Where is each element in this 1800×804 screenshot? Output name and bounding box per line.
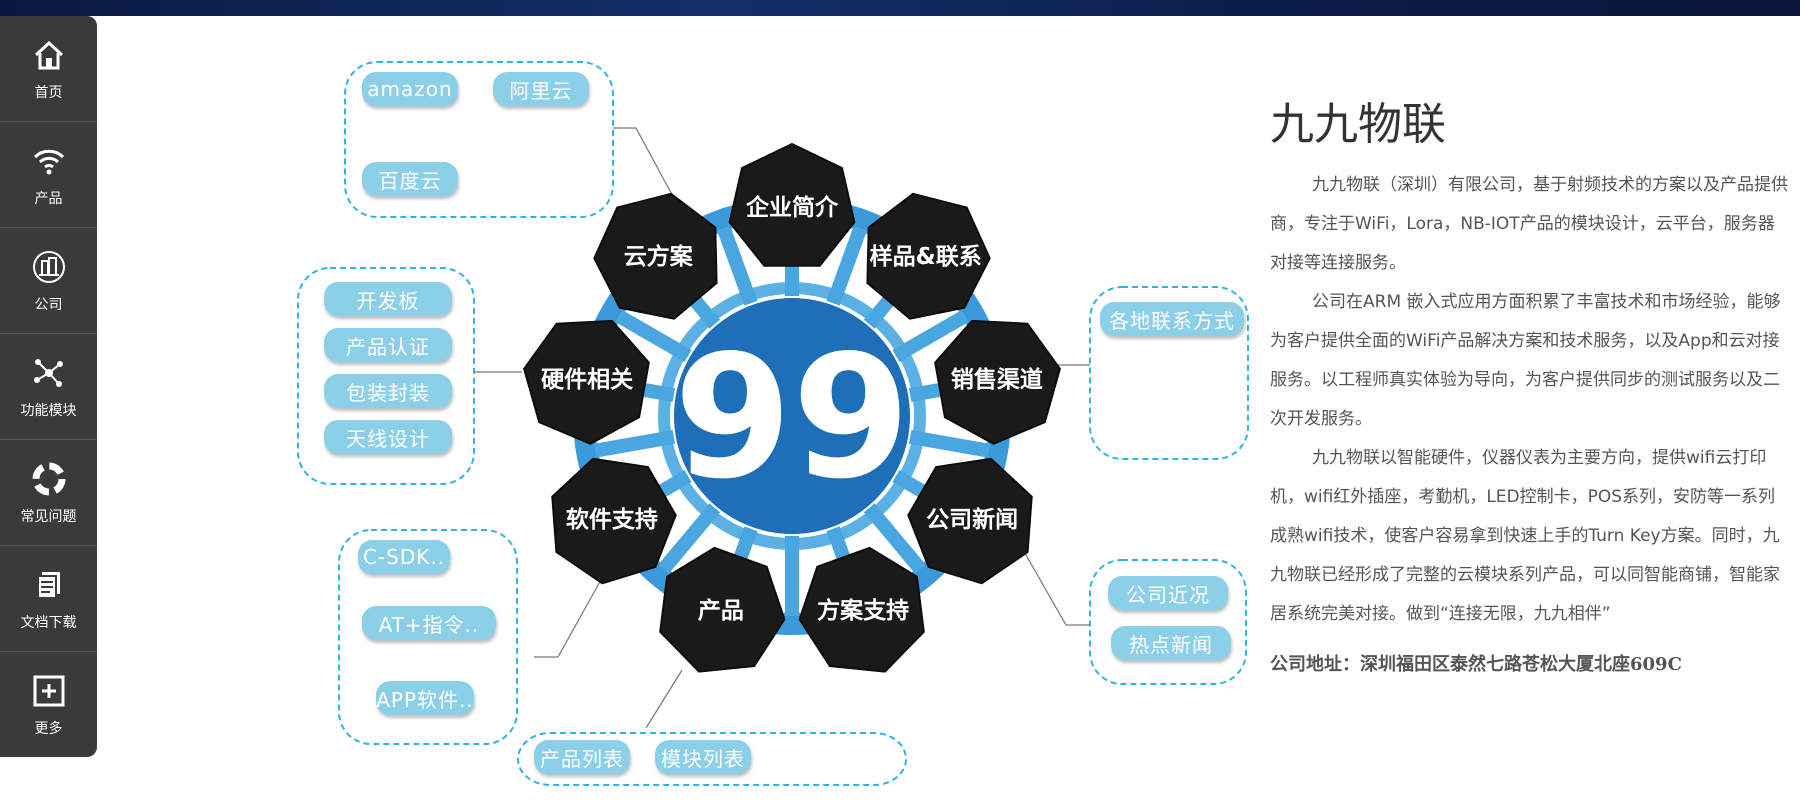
hub-spoke [615, 309, 692, 363]
product-tag[interactable]: 产品列表 [534, 740, 630, 774]
sidebar-item-product[interactable]: 产品 [0, 122, 97, 228]
connector-line [1021, 547, 1090, 626]
news-group-box [1089, 559, 1247, 685]
cloud-tag[interactable]: 百度云 [362, 162, 458, 196]
document-icon [30, 566, 68, 604]
connector-line [534, 577, 603, 658]
logo-99: 99 [674, 319, 911, 517]
hub-node-label[interactable]: 样品&联系 [869, 243, 982, 270]
group-boxes [297, 61, 1249, 786]
sidebar-nav: 首页 产品 公司 功能模块 常见问题 文档下载 更多 [0, 16, 97, 757]
software-tag[interactable]: AT+指令.. [362, 606, 496, 640]
sidebar-item-home[interactable]: 首页 [0, 16, 97, 122]
hub-node-hexagon [728, 142, 856, 267]
connector-line [645, 669, 683, 729]
hub-diagram: 99 [297, 61, 1249, 786]
lifebuoy-icon [30, 460, 68, 498]
sidebar-item-company[interactable]: 公司 [0, 228, 97, 334]
software-tag[interactable]: C-SDK.. [358, 540, 450, 574]
sidebar-item-label: 公司 [34, 296, 63, 313]
sales-tag[interactable]: 各地联系方式 [1100, 302, 1244, 336]
hub-node-hexagon [551, 457, 677, 585]
home-icon [30, 36, 68, 74]
news-tag[interactable]: 公司近况 [1108, 576, 1228, 610]
sidebar-item-label: 功能模块 [20, 402, 77, 419]
hub-node-label[interactable]: 软件支持 [565, 507, 658, 533]
building-icon [30, 248, 68, 286]
hub-node-hexagon [523, 319, 650, 445]
hardware-tag[interactable]: 产品认证 [324, 328, 452, 362]
sales-group-box [1089, 286, 1249, 460]
hub-spoke [908, 429, 991, 458]
sidebar-item-label: 更多 [34, 720, 63, 737]
network-icon [30, 354, 68, 392]
hub-node-label[interactable]: 企业简介 [746, 195, 838, 221]
hub-nodes [523, 142, 1061, 673]
hardware-tag[interactable]: 天线设计 [324, 420, 452, 454]
software-tag[interactable]: APP软件.. [376, 681, 474, 715]
hub-spoke [892, 309, 969, 363]
hub-node-label[interactable]: 产品 [697, 598, 744, 625]
hub-node-hexagon [934, 319, 1061, 445]
page-title: 九九物联 [1270, 99, 1446, 150]
intro-paragraph: 九九物联（深圳）有限公司，基于射频技术的方案以及产品提供商，专注于WiFi，Lo… [1270, 175, 1788, 273]
hub-spoke [717, 225, 758, 306]
hub-node-hexagon [866, 192, 991, 320]
hub-spoke [658, 503, 721, 574]
software-group-box [338, 529, 518, 745]
hub-node-hexagon [907, 457, 1033, 585]
intro-paragraph: 公司在ARM 嵌入式应用方面积累了丰富技术和市场经验，能够为客户提供全面的WiF… [1270, 292, 1781, 429]
hardware-tag[interactable]: 开发板 [324, 282, 452, 316]
cloud-tag[interactable]: amazon [362, 72, 458, 106]
intro-paragraph: 九九物联以智能硬件，仪器仪表为主要方向，提供wifi云打印机，wifi红外插座，… [1270, 448, 1780, 624]
sidebar-item-label: 产品 [34, 190, 63, 207]
hub-node-label[interactable]: 销售渠道 [950, 366, 1043, 393]
product-group-box [517, 732, 907, 786]
sidebar-item-faq[interactable]: 常见问题 [0, 440, 97, 546]
plus-icon [30, 672, 68, 710]
connector-lines [474, 127, 1090, 729]
sidebar-item-downloads[interactable]: 文档下载 [0, 546, 97, 652]
hub-node-label[interactable]: 硬件相关 [541, 366, 634, 393]
hardware-tag[interactable]: 包装封装 [324, 374, 452, 408]
hub-spoke [863, 503, 926, 574]
cloud-tag[interactable]: 阿里云 [493, 72, 589, 106]
hub-node-hexagon [659, 546, 786, 673]
sidebar-item-more[interactable]: 更多 [0, 652, 97, 757]
sidebar-item-label: 文档下载 [20, 614, 77, 631]
wifi-icon [30, 142, 68, 180]
news-tag[interactable]: 热点新闻 [1111, 626, 1231, 660]
sidebar-item-label: 首页 [34, 84, 63, 101]
hub-node-hexagon [593, 192, 718, 320]
hub-spoke [593, 429, 676, 458]
hub-spoke [826, 225, 867, 306]
cloud-group-box [344, 61, 614, 218]
hardware-group-box [297, 267, 475, 485]
sidebar-item-label: 常见问题 [20, 508, 77, 525]
company-address: 公司地址：深圳福田区泰然七路苍松大厦北座609C [1270, 654, 1682, 675]
company-info: 九九物联 九九物联（深圳）有限公司，基于射频技术的方案以及产品提供商，专注于Wi… [1270, 88, 1790, 676]
hub-node-label[interactable]: 方案支持 [817, 598, 910, 625]
product-tag[interactable]: 模块列表 [655, 740, 751, 774]
hub-node-label[interactable]: 公司新闻 [926, 507, 1019, 533]
connector-line [613, 127, 684, 216]
hub-node-label[interactable]: 云方案 [623, 243, 693, 270]
hub-node-hexagon [798, 546, 925, 673]
sidebar-item-modules[interactable]: 功能模块 [0, 334, 97, 440]
center-disc [674, 298, 910, 534]
top-banner [0, 0, 1800, 16]
